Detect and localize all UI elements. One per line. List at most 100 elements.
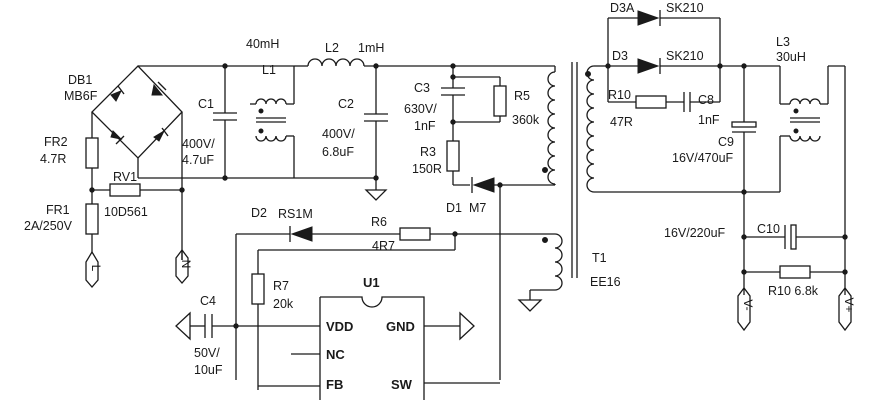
label-r6: R6 [371,215,387,229]
resistor-r7 [251,273,265,305]
label-c4-capacitance: 10uF [194,363,223,377]
input-network [85,112,185,260]
label-fr1: FR1 [46,203,70,217]
resistor-r10-top [635,95,667,109]
varistor-rv1 [109,183,141,197]
bridge-rectifier-db1 [91,65,225,260]
label-c3-capacitance: 1nF [414,119,436,133]
t1-aux-winding [554,233,563,291]
inductor-l2 [307,58,365,67]
label-c3: C3 [414,81,430,95]
pin-sw: SW [391,377,413,392]
label-l3: L3 [776,35,790,49]
transformer-t1 [455,62,744,312]
label-l1-value: 40mH [246,37,279,51]
label-d1-value: M7 [469,201,486,215]
diode-d1 [472,177,495,193]
label-r10-bottom: R10 6.8k [768,284,819,298]
label-mb6f: MB6F [64,89,98,103]
component-labels: DB1 MB6F 40mH L1 L2 1mH C1 400V/ 4.7uF C… [24,1,819,377]
label-c8: C8 [698,93,714,107]
ground-symbol-c4 [175,311,191,341]
label-d3a: D3A [610,1,635,15]
pin-fb: FB [326,377,343,392]
label-c8-value: 1nF [698,113,720,127]
label-d2-value: RS1M [278,207,313,221]
pin-vdd: VDD [326,319,353,334]
label-d1: D1 [446,201,462,215]
port-v-plus-label: V+ [842,297,856,312]
label-c10-value: 16V/220uF [664,226,726,240]
label-c1-capacitance: 4.7uF [182,153,214,167]
port-v-plus: V+ [838,286,856,332]
ic-u1 [319,296,425,400]
label-c10: C10 [757,222,780,236]
label-r5: R5 [514,89,530,103]
label-r3-value: 150R [412,162,442,176]
label-l2: L2 [325,41,339,55]
label-r3: R3 [420,145,436,159]
label-c2-capacitance: 6.8uF [322,145,354,159]
label-rv1: RV1 [113,170,137,184]
diode-d3 [637,58,660,74]
resistor-fr2 [85,137,99,169]
label-r7: R7 [273,279,289,293]
label-c9-value: 16V/470uF [672,151,734,165]
label-c2: C2 [338,97,354,111]
port-l-label: L [89,265,103,272]
label-l3-value: 30uH [776,50,806,64]
port-v-minus-label: V- [741,299,755,310]
diode-d3a [637,10,660,26]
ground-symbol-aux [517,299,543,312]
label-db1: DB1 [68,73,92,87]
port-n-label: N [179,260,193,269]
output-stage [605,10,848,295]
label-t1: T1 [592,251,607,265]
label-d3-value: SK210 [666,49,704,63]
label-c3-voltage: 630V/ [404,102,437,116]
fuse-fr1 [85,203,99,235]
label-c1: C1 [198,97,214,111]
label-t1-value: EE16 [590,275,621,289]
u1-pin-labels: VDD NC FB GND SW [326,319,415,392]
inductor-l3 [789,98,821,105]
resistor-r10-bottom [779,265,811,279]
label-r6-value: 4R7 [372,239,395,253]
resistor-r6 [399,227,431,241]
pin-gnd: GND [386,319,415,334]
snubber [441,63,555,380]
label-c2-voltage: 400V/ [322,127,355,141]
label-d3a-value: SK210 [666,1,704,15]
inductor-l1 [255,98,287,105]
filter-stage [213,58,453,201]
pin-nc: NC [326,347,345,362]
capacitor-c10 [790,224,797,250]
t1-primary-winding [547,71,556,185]
label-r10-top: R10 [608,88,631,102]
resistor-r3 [446,140,460,172]
label-r10-top-value: 47R [610,115,633,129]
port-l: L [85,250,103,288]
controller-stage [175,226,500,400]
t1-secondary-winding [586,65,595,193]
label-l1: L1 [262,63,276,77]
diode-d2 [290,226,313,242]
label-fr2-value: 4.7R [40,152,66,166]
label-rv1-value: 10D561 [104,205,148,219]
label-l2-value: 1mH [358,41,384,55]
label-c9: C9 [718,135,734,149]
label-u1: U1 [363,275,380,290]
ground-symbol-gnd [459,311,475,341]
port-v-minus: V- [737,286,755,332]
label-c4: C4 [200,294,216,308]
label-d2: D2 [251,206,267,220]
label-c4-voltage: 50V/ [194,346,220,360]
resistor-r5 [493,85,507,117]
port-n: N [175,248,193,284]
label-c1-voltage: 400V/ [182,137,215,151]
label-fr1-value: 2A/250V [24,219,73,233]
capacitor-c9 [731,121,757,128]
label-d3: D3 [612,49,628,63]
ground-symbol-c2 [364,189,388,201]
